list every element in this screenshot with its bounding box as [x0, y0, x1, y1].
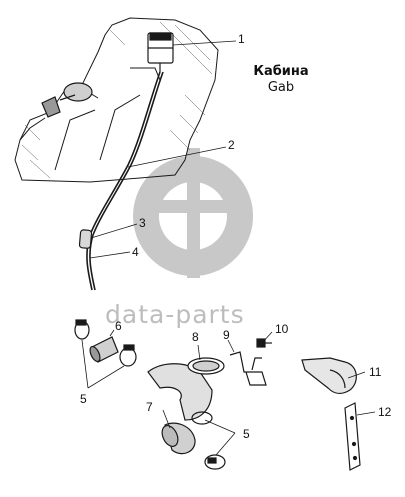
pedal-bracket	[41, 82, 93, 118]
callout-8: 8	[192, 330, 199, 344]
callout-2: 2	[228, 138, 235, 152]
leader-lines-lower	[81, 329, 376, 456]
lower-assembly	[74, 319, 361, 471]
callout-5-left: 5	[80, 392, 87, 406]
section-title: Кабина Gab	[236, 64, 326, 96]
hose-sleeve	[78, 229, 93, 249]
callout-1: 1	[238, 32, 245, 46]
callout-3: 3	[139, 216, 146, 230]
watermark-logo	[133, 148, 254, 278]
callout-4: 4	[132, 245, 139, 259]
title-english: Gab	[267, 80, 295, 95]
title-russian: Кабина	[253, 64, 309, 79]
leader-lines	[89, 40, 237, 259]
callout-11: 11	[369, 365, 382, 379]
hose-line	[86, 71, 164, 291]
watermark-text: data-parts	[105, 300, 245, 329]
callout-5-right: 5	[243, 427, 250, 441]
cab-panel	[14, 17, 219, 183]
fluid-reservoir	[147, 32, 174, 72]
callout-9: 9	[223, 328, 230, 342]
callout-6: 6	[115, 319, 122, 333]
callout-12: 12	[378, 405, 392, 419]
callout-7: 7	[146, 400, 153, 414]
callout-10: 10	[275, 322, 289, 336]
